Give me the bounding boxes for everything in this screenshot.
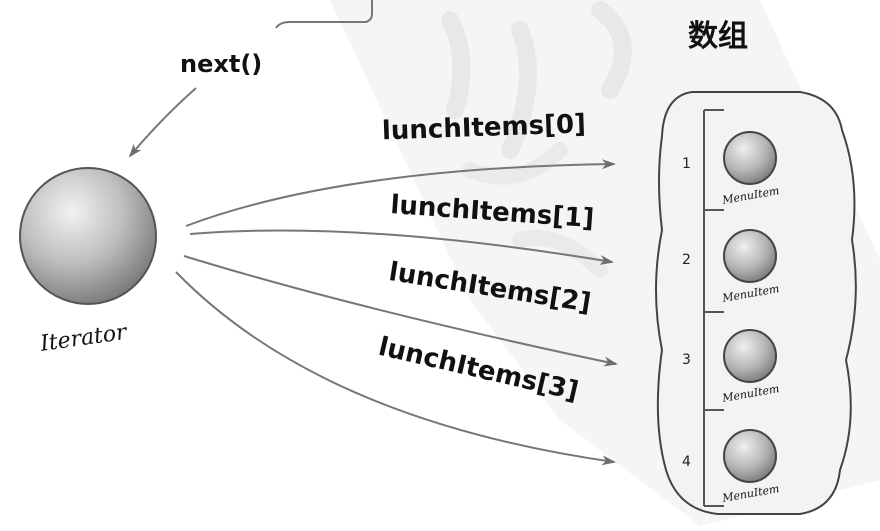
- slot-index: 3: [682, 352, 691, 368]
- slot-index: 4: [682, 454, 691, 470]
- reference-arrow: [183, 255, 618, 367]
- iterator-sphere-icon: [19, 167, 157, 305]
- slot-index: 1: [682, 156, 691, 172]
- reference-arrow: [175, 271, 616, 466]
- iterator-object: Iterator: [19, 167, 157, 357]
- menuitem-sphere-icon: [723, 329, 777, 383]
- menuitem-sphere-icon: [723, 429, 777, 483]
- array-index-ruler: [703, 109, 724, 507]
- reference-arrow: [185, 159, 616, 227]
- menuitem-sphere-icon: [723, 229, 777, 283]
- top-connector-line: [275, 0, 373, 29]
- array-title: 数组: [688, 19, 748, 54]
- iterator-label: Iterator: [38, 320, 130, 357]
- menuitem-sphere-icon: [723, 131, 777, 185]
- reference-label: lunchItems[0]: [381, 109, 586, 146]
- array-container: [655, 91, 857, 515]
- slot-index: 2: [682, 252, 691, 268]
- next-call-label: next(): [180, 50, 262, 78]
- reference-arrow: [189, 229, 614, 265]
- next-call-arrow: [128, 87, 197, 158]
- array-slot: 4 MenuItem: [682, 429, 780, 505]
